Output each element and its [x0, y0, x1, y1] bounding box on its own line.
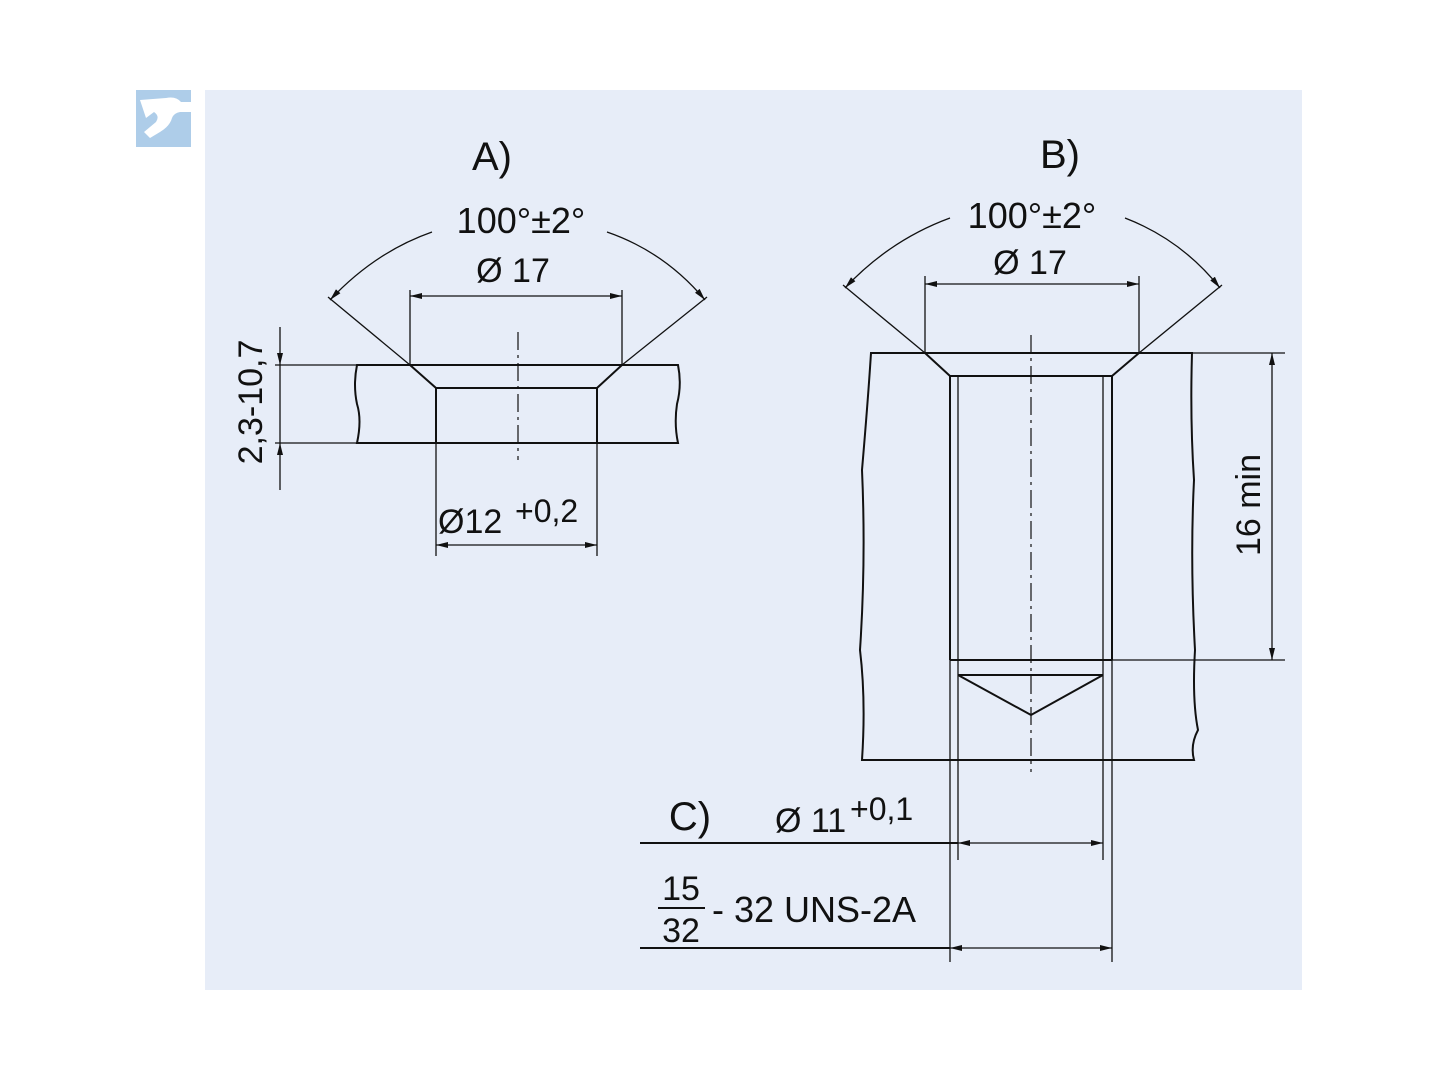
figure-a-label: A)	[472, 135, 512, 179]
figure-a-bore-tolerance: +0,2	[515, 493, 578, 529]
thread-numerator: 15	[662, 870, 700, 908]
figure-a-diameter: Ø 17	[476, 252, 550, 290]
figure-a: A) 100°±2° Ø 17 2,3-10,7 Ø12 +0,2	[232, 135, 708, 556]
thread-denominator: 32	[662, 912, 700, 950]
figure-b-diameter: Ø 17	[993, 244, 1067, 282]
figure-a-angle: 100°±2°	[457, 200, 586, 241]
thread-spec: - 32 UNS-2A	[712, 889, 916, 930]
figure-b-depth: 16 min	[1230, 454, 1268, 556]
figure-a-bore-diameter: Ø12	[438, 503, 502, 541]
figure-c-label: C)	[669, 795, 711, 839]
figure-b-angle: 100°±2°	[968, 195, 1097, 236]
figure-c: C) Ø 11 +0,1 15 32 - 32 UNS-2A	[640, 660, 1113, 962]
wrench-icon	[136, 90, 191, 147]
figure-b: B) 100°±2° Ø 17 16 min	[842, 133, 1285, 772]
figure-c-diameter: Ø 11	[775, 802, 846, 840]
figure-b-label: B)	[1040, 133, 1080, 177]
drawing-panel	[205, 90, 1302, 990]
figure-c-tolerance: +0,1	[850, 791, 913, 827]
figure-a-depth: 2,3-10,7	[232, 340, 270, 465]
